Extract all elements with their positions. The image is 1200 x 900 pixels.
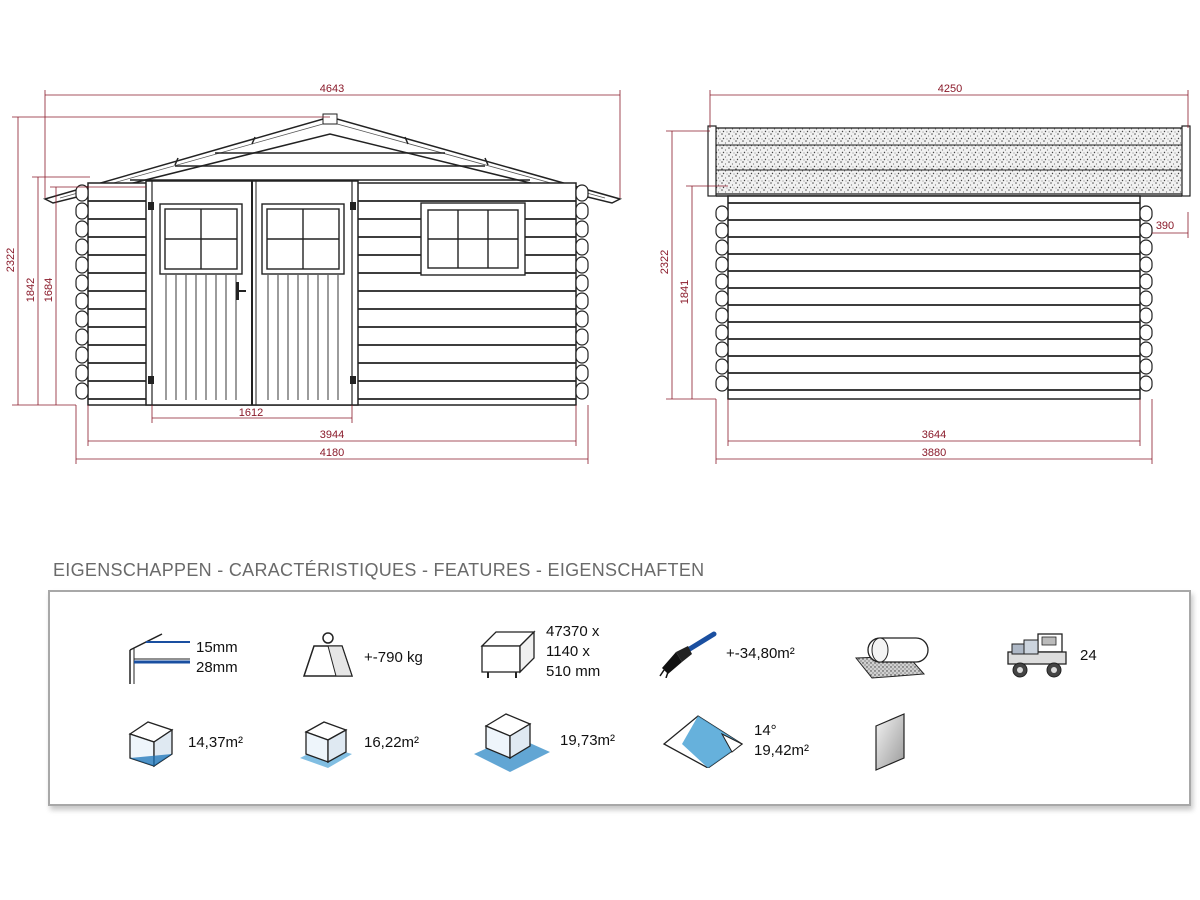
feature-floor-area: 16,22m² — [298, 718, 419, 768]
side-roof — [707, 125, 1191, 197]
floor-area-value: 16,22m² — [364, 734, 420, 751]
front-double-door — [145, 180, 359, 406]
roof-area: 19,42m² — [754, 742, 810, 759]
technical-drawing: 4643 1612 3944 4180 2322 1842 1684 — [5, 83, 1191, 464]
front-door-width-label: 1612 — [239, 407, 263, 419]
delivery-truck-icon — [1007, 633, 1067, 678]
side-wall-height-label: 1841 — [679, 280, 691, 304]
front-window — [420, 202, 526, 276]
feature-roofing — [854, 630, 934, 680]
side-dimension-lines — [666, 90, 1189, 464]
paint-area-value: +-34,80m² — [726, 645, 795, 662]
feature-paint-area: +-34,80m² — [658, 630, 795, 678]
front-inner-width-label: 3944 — [320, 429, 344, 441]
front-overall-width-label: 4643 — [320, 83, 344, 95]
paint-brush-icon — [659, 631, 717, 678]
front-total-height-label: 2322 — [5, 248, 17, 272]
side-overhang-label: 390 — [1156, 220, 1174, 232]
feature-delivery: 24 — [1002, 628, 1097, 684]
weight-value: +-790 kg — [364, 649, 423, 666]
feature-glass — [872, 712, 908, 772]
feature-wall-thickness: 15mm 28mm — [126, 630, 238, 686]
features-panel: 15mm 28mm +-790 kg 47370 x 1140 x 510 mm — [48, 590, 1191, 806]
roof-angle: 14° — [754, 722, 777, 739]
feature-inner-area: 14,37m² — [126, 718, 243, 768]
front-door-height-label: 1684 — [43, 278, 55, 302]
side-inner-width-label: 3644 — [922, 429, 946, 441]
feature-weight: +-790 kg — [300, 630, 423, 686]
feature-package: 47370 x 1140 x 510 mm — [476, 622, 600, 682]
delivery-value: 24 — [1080, 647, 1097, 664]
floor-cube-icon — [300, 721, 352, 768]
feature-total-area: 19,73m² — [472, 710, 615, 772]
side-wall — [715, 195, 1153, 400]
roof-pitch-icon — [662, 715, 744, 768]
weight-icon — [302, 632, 354, 677]
front-gable-planks — [130, 152, 530, 181]
front-view — [42, 113, 623, 406]
glass-pane-icon — [875, 713, 905, 771]
feature-roof: 14° 19,42m² — [662, 714, 809, 768]
inner-cube-icon — [128, 721, 174, 768]
side-total-height-label: 2322 — [659, 250, 671, 274]
side-base-width-label: 3880 — [922, 447, 946, 459]
front-wall-height-label: 1842 — [25, 278, 37, 302]
wall-profile-icon — [129, 633, 190, 684]
package-line2: 1140 x — [546, 643, 590, 660]
front-base-width-label: 4180 — [320, 447, 344, 459]
package-line3: 510 mm — [546, 663, 601, 680]
side-roof-width-label: 4250 — [938, 83, 962, 95]
front-dimension-lines — [12, 90, 621, 464]
overhang-cube-icon — [474, 713, 550, 772]
side-view — [707, 125, 1191, 400]
wall-thickness-top: 15mm — [196, 639, 238, 656]
features-title: EIGENSCHAPPEN - CARACTÉRISTIQUES - FEATU… — [53, 560, 705, 580]
package-box-icon — [480, 630, 536, 678]
package-line1: 47370 x — [546, 623, 600, 640]
roofing-roll-icon — [854, 637, 929, 679]
total-area-value: 19,73m² — [560, 732, 616, 749]
inner-area-value: 14,37m² — [188, 734, 244, 751]
wall-thickness-bottom: 28mm — [196, 659, 238, 676]
